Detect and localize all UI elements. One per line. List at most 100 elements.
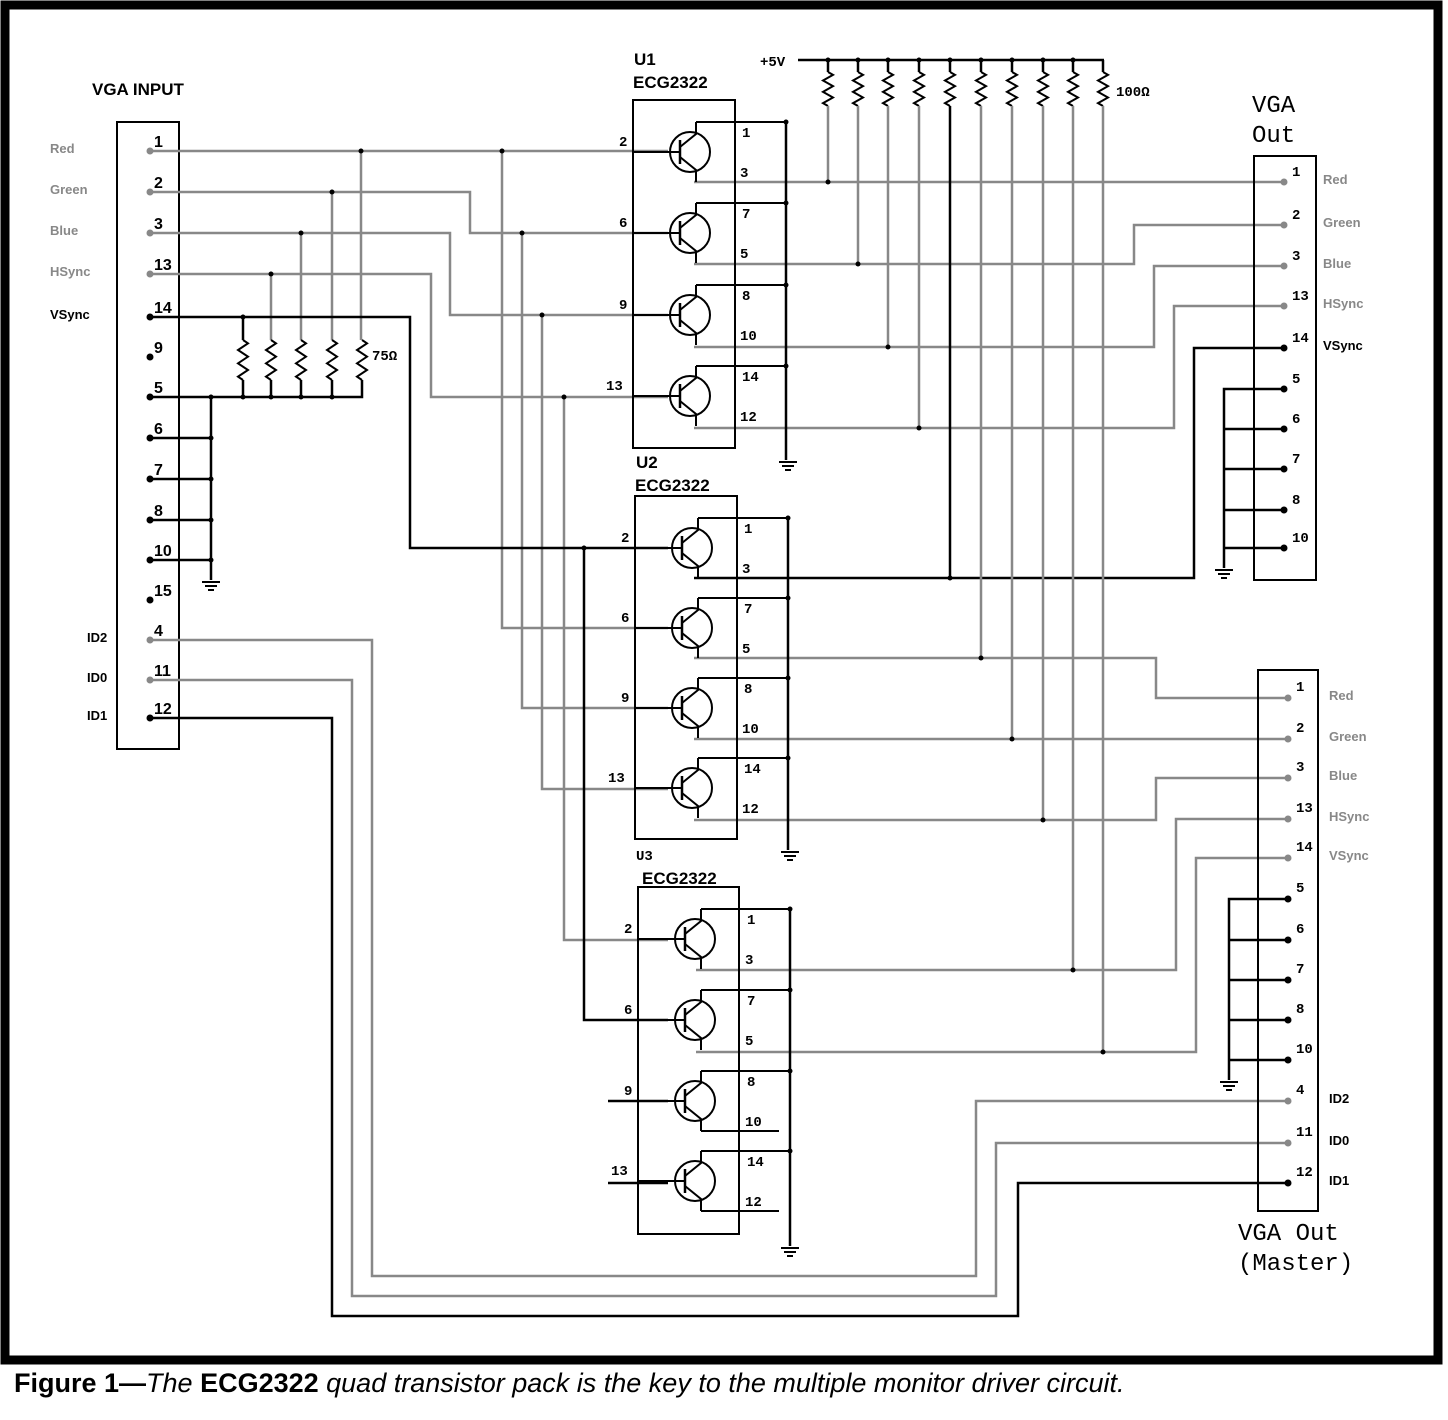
vga-out-pin-dot [1280,221,1288,229]
vga-out-pin-dot [1280,465,1288,473]
vga-input-signal-label: Blue [50,223,78,238]
vga-out-pin-number: 3 [1292,249,1300,265]
vga-out-master-pin-number: 3 [1296,760,1304,776]
resistor-100-ohm [942,71,958,107]
vga-input-connector: VGA INPUT 1Red2Green3Blue13HSync14VSync9… [50,80,185,750]
junction-dot [1070,967,1076,973]
chip-base-pin: 2 [624,922,632,938]
vga-out-master-pin-number: 1 [1296,680,1304,696]
chip-ref: U3 [636,849,653,865]
transistor-icon [671,678,713,738]
terminating-resistor-label: 75Ω [372,349,398,365]
chip-collector-pin: 1 [744,522,752,538]
vga-out-pin-number: 1 [1292,165,1300,181]
junction-dot [208,394,214,400]
ground-icon [781,1247,799,1257]
ground-icon [202,581,220,591]
chip-emitter-pin: 12 [742,802,759,818]
ground-icon [1220,1081,1238,1091]
junction-dot [855,57,861,63]
junction-dot [947,575,953,581]
pullup-resistor-label: 100Ω [1116,85,1150,101]
vga-input-pin-number: 8 [154,503,163,520]
junction-dot [240,394,246,400]
terminating-resistors [236,339,369,381]
vga-out-master-title-line2: (Master) [1238,1251,1353,1278]
chip-collector-pin: 8 [742,289,750,305]
vga-out-master-pin-number: 12 [1296,1165,1313,1181]
junction-dot [519,230,525,236]
chip-emitter-pin: 12 [745,1195,762,1211]
vga-input-title: VGA INPUT [92,80,185,99]
junction-dot [1040,57,1046,63]
vga-out-master-signal-label: ID0 [1329,1133,1349,1148]
vga-out-master-pin-dot [1284,1016,1292,1024]
junction-dot [208,557,214,563]
vga-input-pin-number: 11 [154,663,171,680]
vga-input-pin-number: 1 [154,134,163,151]
vga-out-master-signal-label: Blue [1329,768,1357,783]
junction-dot [916,57,922,63]
vga-input-signal-label: ID2 [87,630,107,645]
chip-emitter-pin: 12 [740,410,757,426]
chip-base-pin: 6 [624,1003,632,1019]
junction-dot [825,57,831,63]
resistor-75-ohm [236,339,250,381]
vga-out-pin-dot [1280,302,1288,310]
junction-dot [978,655,984,661]
resistor-100-ohm [880,71,896,107]
vga-out-signal-label: VSync [1323,338,1363,353]
vga-out-signal-label: HSync [1323,296,1363,311]
vga-input-pin-number: 6 [154,421,163,438]
chip-collector-pin: 7 [747,994,755,1010]
vga-out-master-pin-dot [1284,854,1292,862]
chip-emitter-pin: 5 [742,642,750,658]
chip-emitter-pin: 5 [745,1034,753,1050]
resistor-100-ohm [1004,71,1020,107]
chip-base-pin: 6 [621,611,629,627]
vga-out-master-pin-dot [1284,1179,1292,1187]
vga-out-master-pin-dot [1284,774,1292,782]
chip-collector-pin: 7 [742,207,750,223]
resistor-75-ohm [355,339,369,381]
junction-dot [298,394,304,400]
chip-collector-pin: 14 [742,370,759,386]
resistor-75-ohm [264,339,278,381]
chip-base-pin: 13 [606,379,623,395]
vga-out-master-pin-number: 5 [1296,881,1304,897]
wire-junctions [208,57,1106,1055]
figure-caption: Figure 1—The ECG2322 quad transistor pac… [14,1368,1414,1408]
chip-collector-pin: 1 [742,126,750,142]
junction-dot [947,57,953,63]
resistor-75-ohm [325,339,339,381]
caption-figure-label: Figure 1— [14,1368,147,1398]
vga-input-pin-number: 7 [154,462,163,479]
supply-label: +5V [760,55,786,71]
resistor-100-ohm [1095,71,1111,107]
vga-out-master-pin-dot [1284,936,1292,944]
vga-out-master-pin-number: 4 [1296,1083,1304,1099]
junction-dot [581,545,587,551]
vga-out-pin-dot [1280,262,1288,270]
supply-rail: +5V 100Ω [760,55,1150,107]
junction-dot [1100,1049,1106,1055]
chip-collector-pin: 7 [744,602,752,618]
chip-emitter-pin: 3 [742,562,750,578]
vga-out-pin-number: 6 [1292,412,1300,428]
caption-part: ECG2322 [200,1368,319,1398]
vga-out-master-pin-dot [1284,895,1292,903]
junction-dot [499,148,505,154]
vga-input-pin-number: 15 [154,583,172,600]
chip-part-number: ECG2322 [635,476,710,495]
vga-out-pin-dot [1280,178,1288,186]
vga-out-master-pin-number: 6 [1296,922,1304,938]
vga-input-pin-number: 5 [154,380,163,397]
vga-input-signal-label: ID0 [87,670,107,685]
junction-dot [208,476,214,482]
junction-dot [916,425,922,431]
